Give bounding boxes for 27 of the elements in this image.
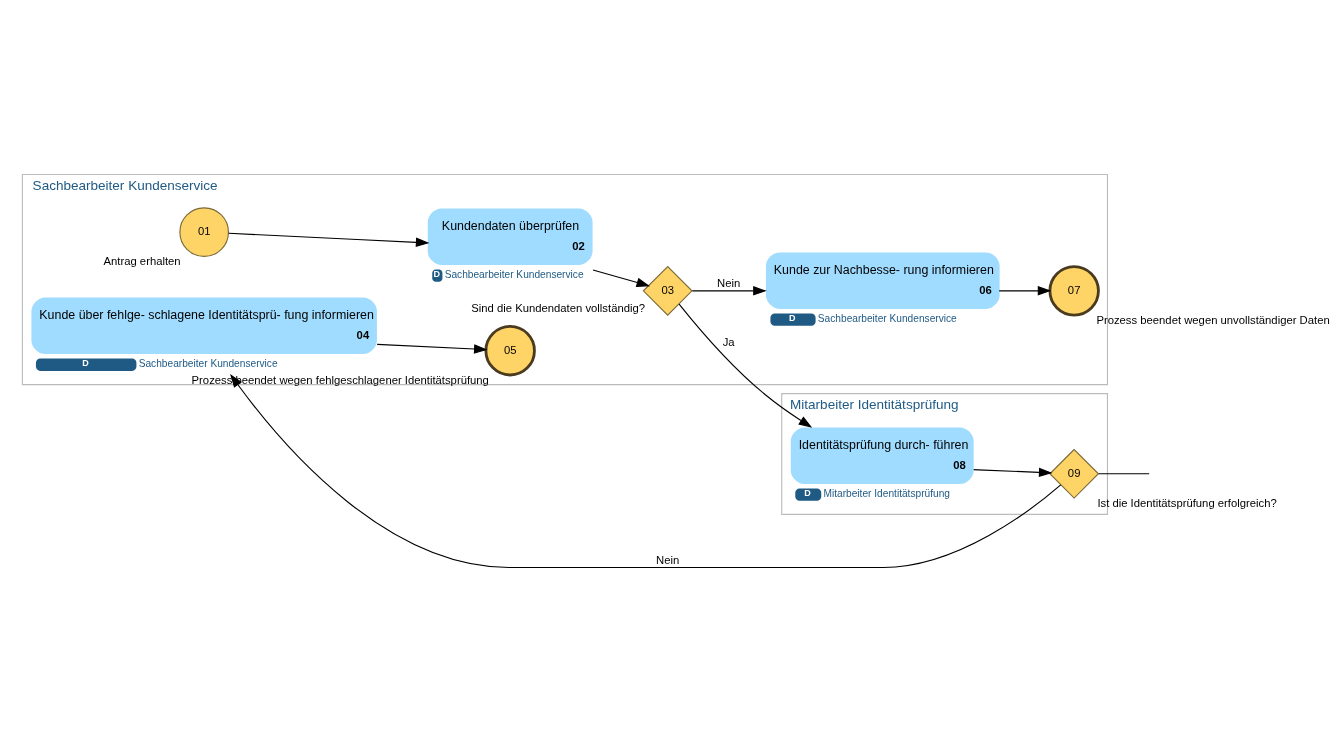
node-label: D	[433, 268, 440, 279]
node-label: Sachbearbeiter Kundenservice	[817, 313, 957, 325]
node-label: Sachbearbeiter Kundenservice	[138, 358, 278, 370]
node-label: D	[804, 487, 811, 498]
arrow	[973, 467, 1053, 478]
edge-label: Ja	[722, 336, 735, 349]
node-label: Prozess beendet wegen unvollständiger Daten	[1096, 314, 1330, 327]
arrow	[230, 373, 1062, 569]
arrow	[592, 269, 651, 288]
arrow	[998, 286, 1052, 296]
node-circle: 01	[179, 207, 229, 257]
node-label: Ist die Identitätsprüfung erfolgreich?	[1097, 497, 1277, 510]
arrow	[228, 232, 430, 248]
node-label: D	[82, 357, 89, 368]
node-label: Mitarbeiter Identitätsprüfung	[823, 488, 950, 500]
arrow	[691, 286, 767, 296]
node-label: Antrag erhalten	[103, 255, 181, 268]
edge-label: Nein	[656, 554, 680, 567]
arrow	[678, 303, 813, 428]
edge-label: Nein	[717, 277, 741, 290]
node-label: D	[789, 312, 796, 323]
node-label: Sachbearbeiter Kundenservice	[444, 269, 584, 281]
node-circle: 07	[1048, 265, 1100, 317]
arrow	[376, 343, 488, 354]
connector	[1098, 473, 1150, 475]
node-diamond: 09	[1049, 448, 1100, 499]
node-circle: 05	[484, 325, 536, 377]
